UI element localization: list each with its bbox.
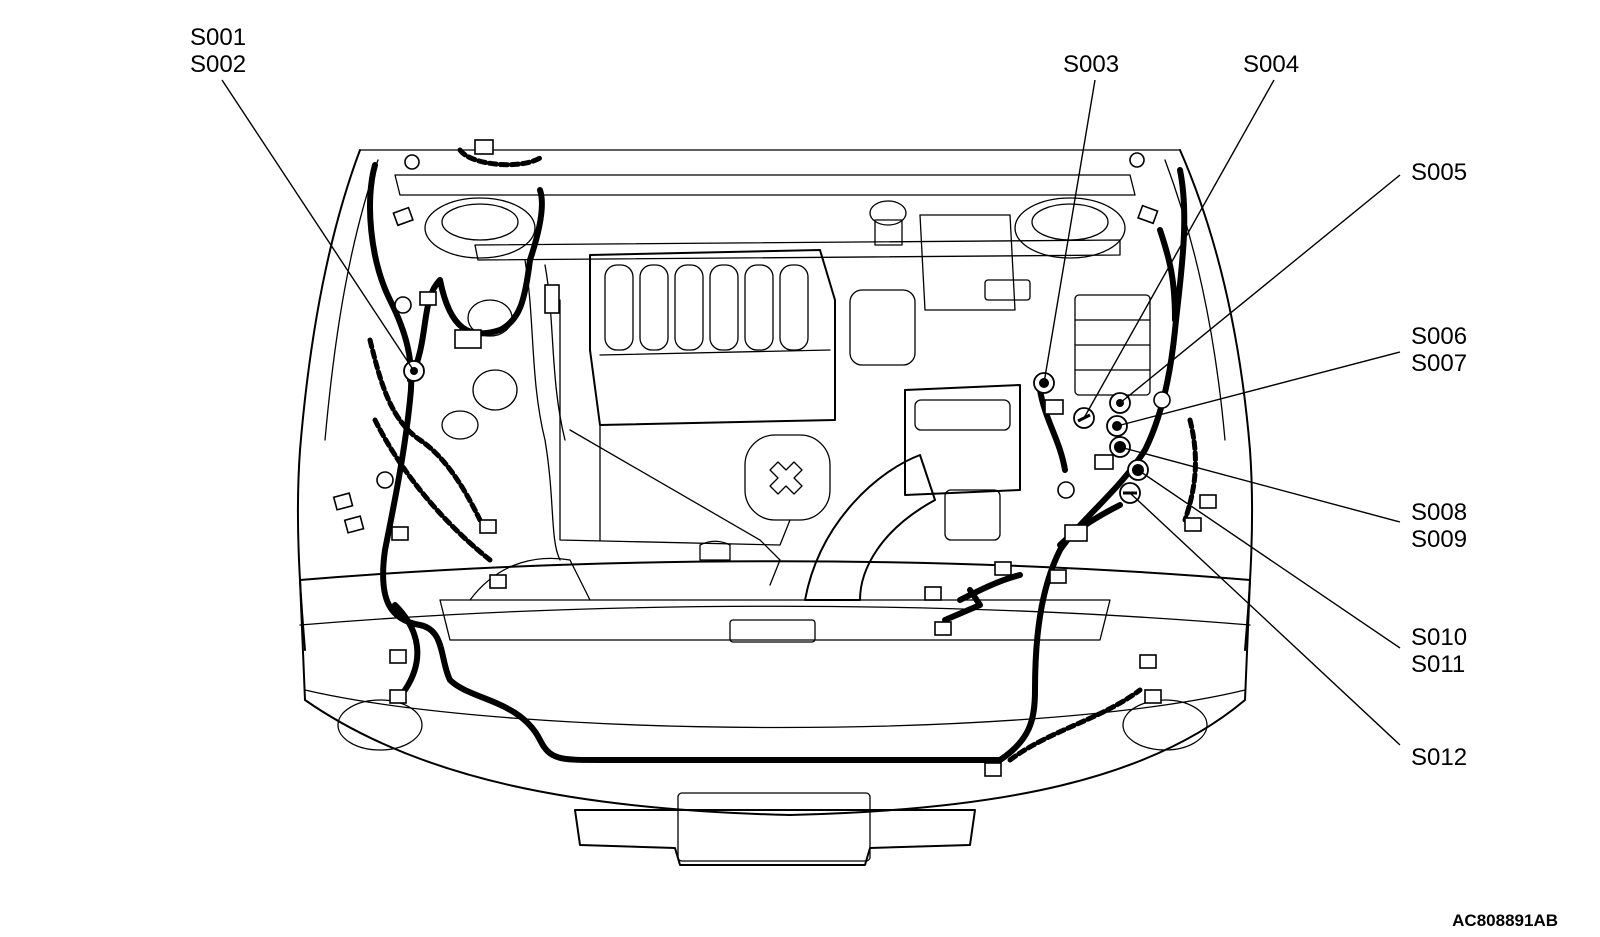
label-s006: S006 <box>1411 323 1467 350</box>
leader-s005 <box>1119 174 1401 404</box>
wiring-harness <box>367 147 1198 763</box>
leader-lines <box>221 79 1401 746</box>
harness-connectors <box>332 139 1217 777</box>
splice-labels: S001 S002 S003 S004 S005 S006 S007 S008 … <box>190 24 1467 771</box>
leader-s001-s002 <box>221 79 415 372</box>
label-s004: S004 <box>1243 51 1299 78</box>
label-s011: S011 <box>1411 651 1465 678</box>
label-s003: S003 <box>1063 51 1119 78</box>
vehicle-body-outline <box>296 149 1254 866</box>
figure-code: AC808891AB <box>1452 911 1558 930</box>
leader-s004 <box>1083 79 1275 419</box>
label-s001: S001 <box>190 24 246 51</box>
label-s008: S008 <box>1411 499 1467 526</box>
label-s005: S005 <box>1411 159 1467 186</box>
leader-s010-s011 <box>1137 469 1401 649</box>
label-s009: S009 <box>1411 526 1467 553</box>
leader-s003 <box>1043 79 1096 384</box>
label-s010: S010 <box>1411 624 1467 651</box>
label-s002: S002 <box>190 51 246 78</box>
leader-s006-s007 <box>1116 351 1401 427</box>
leader-s008-s009 <box>1119 446 1401 523</box>
engine-assembly <box>441 200 1151 601</box>
leader-s012 <box>1129 492 1401 746</box>
label-s012: S012 <box>1411 744 1467 771</box>
label-s007: S007 <box>1411 350 1467 377</box>
